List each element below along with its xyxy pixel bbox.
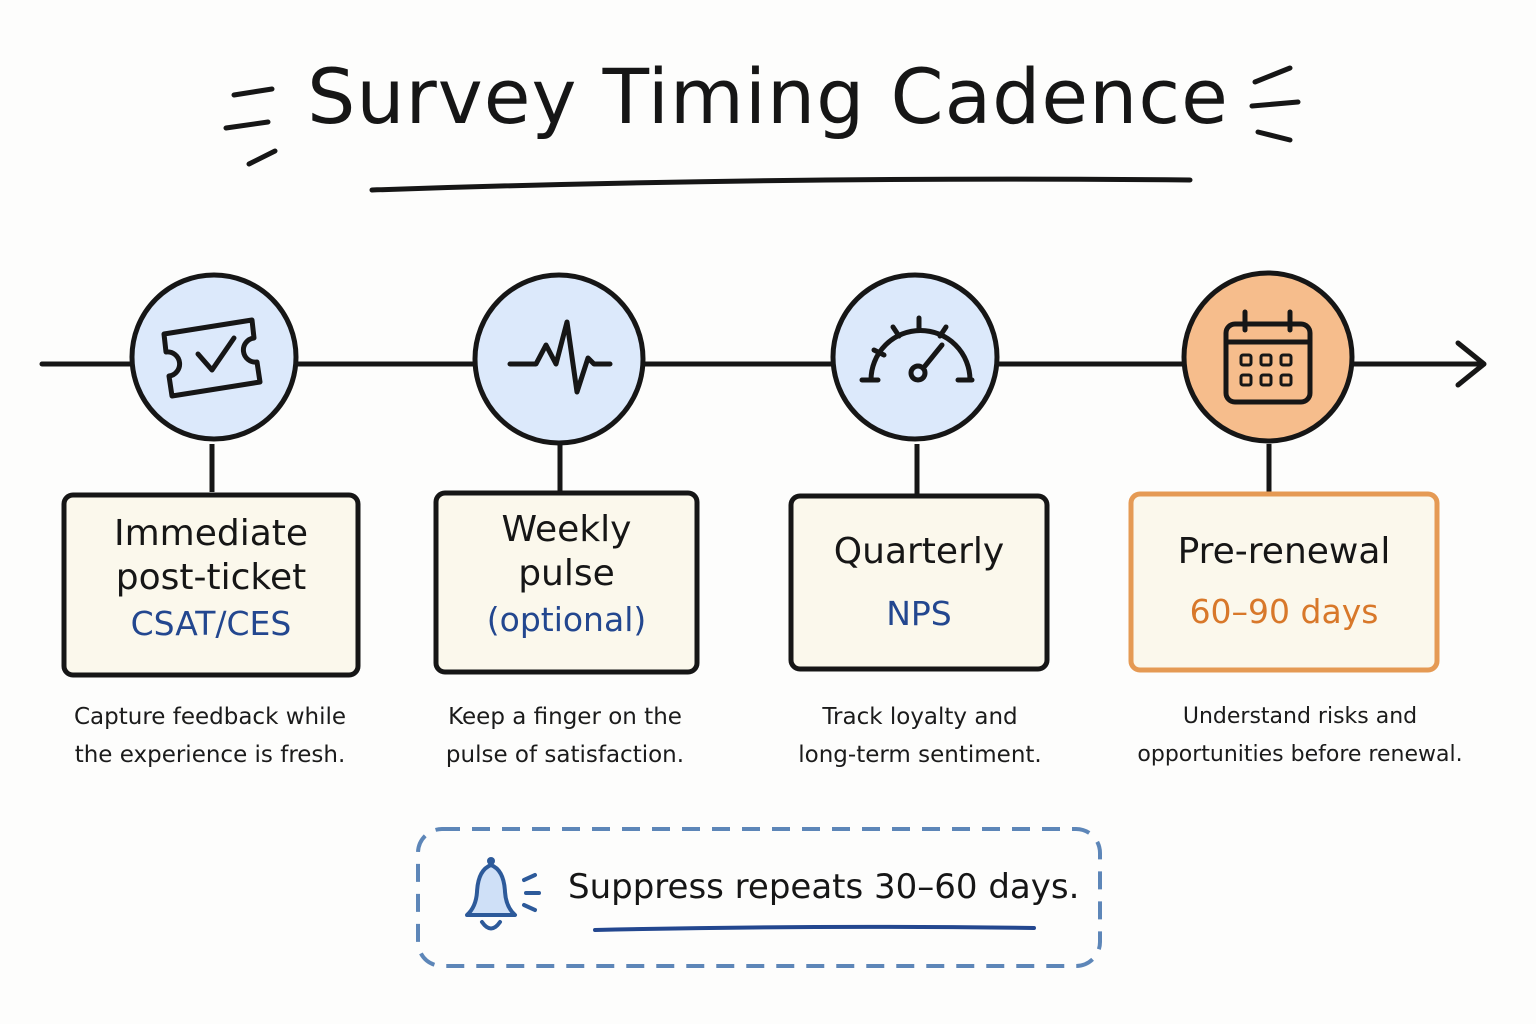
connectors: [209, 444, 1272, 494]
step-label-pre-renewal: Pre-renewal 60–90 days: [1131, 530, 1437, 636]
step-node-quarterly: [830, 272, 1000, 442]
title-decoration-left: [223, 86, 278, 167]
title-underline: [369, 176, 1193, 193]
description-line: Keep a finger on the: [448, 704, 682, 730]
step-description-weekly: Keep a finger on the pulse of satisfacti…: [410, 698, 720, 774]
timeline-arrowhead: [1455, 340, 1487, 388]
step-description-pre-renewal: Understand risks and opportunities befor…: [1110, 698, 1490, 774]
step-title-line: Immediate: [113, 513, 309, 554]
description-line: Understand risks and: [1182, 704, 1418, 729]
description-line: Track loyalty and: [822, 704, 1018, 730]
step-node-pre-renewal: [1181, 270, 1355, 444]
gauge-icon: [859, 315, 975, 383]
description-line: the experience is fresh.: [74, 742, 346, 768]
step-subtitle: (optional): [486, 600, 647, 639]
description-line: pulse of satisfaction.: [445, 742, 685, 768]
calendar-icon: [1223, 309, 1313, 405]
step-description-immediate: Capture feedback while the experience is…: [40, 698, 380, 774]
step-title-line: Pre-renewal: [1177, 531, 1391, 572]
step-node-immediate: [129, 272, 299, 442]
step-label-quarterly: Quarterly NPS: [791, 530, 1047, 638]
note-underline: [593, 924, 1036, 932]
step-title-line: pulse: [518, 553, 615, 594]
description-line: long-term sentiment.: [798, 742, 1042, 768]
description-line: opportunities before renewal.: [1137, 742, 1463, 767]
step-label-immediate: Immediate post-ticket CSAT/CES: [64, 512, 358, 648]
step-card-immediate: [61, 492, 361, 678]
note-box: [416, 827, 1102, 968]
step-title-line: Quarterly: [833, 531, 1005, 572]
step-title-line: Weekly: [501, 509, 632, 550]
bell-icon: [465, 857, 541, 931]
note-text: Suppress repeats 30–60 days.: [568, 867, 1080, 907]
step-card-pre-renewal: [1128, 491, 1440, 673]
step-card-weekly: [433, 490, 700, 675]
step-title-line: post-ticket: [115, 557, 307, 598]
calendar-day-cells: [1239, 353, 1293, 387]
step-description-quarterly: Track loyalty and long-term sentiment.: [770, 698, 1070, 774]
page-title: Survey Timing Cadence: [307, 52, 1229, 141]
step-subtitle: NPS: [886, 594, 952, 633]
ticket-check-icon: [161, 317, 263, 399]
description-line: Capture feedback while: [73, 704, 347, 730]
step-subtitle: 60–90 days: [1189, 592, 1379, 631]
step-subtitle: CSAT/CES: [130, 604, 292, 643]
step-card-quarterly: [788, 493, 1050, 672]
pulse-icon: [507, 319, 613, 395]
title-decoration-right: [1249, 65, 1301, 143]
step-label-weekly: Weekly pulse (optional): [436, 508, 697, 644]
step-node-weekly: [472, 272, 646, 446]
